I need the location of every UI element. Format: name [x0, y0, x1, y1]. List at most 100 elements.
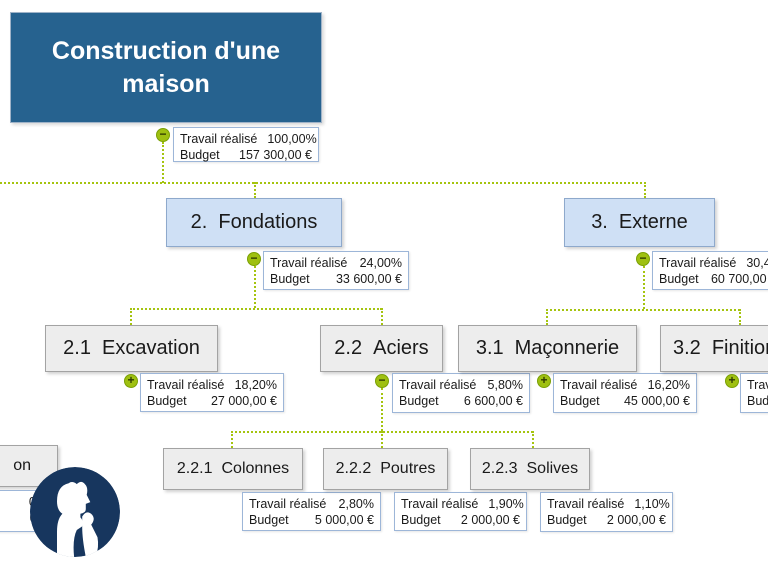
stats-value: 6 600,00 €: [463, 394, 523, 408]
thinker-logo-icon: [30, 467, 120, 557]
node-fondations[interactable]: 2. Fondations: [166, 198, 342, 247]
stats-value: 27 000,00 €: [210, 394, 277, 408]
node-poutres[interactable]: 2.2.2 Poutres: [323, 448, 448, 490]
stats-poutres: Travail réalisé 1,90% Budget 2 000,00 €: [394, 492, 527, 531]
node-number: 2.1: [63, 337, 91, 359]
collapse-toggle-finitions[interactable]: +: [725, 374, 739, 388]
stats-externe: Travail réalisé 30,40% Budget 60 700,00 €: [652, 251, 768, 290]
stats-label: Budget: [547, 513, 587, 527]
node-solives[interactable]: 2.2.3 Solives: [470, 448, 590, 490]
node-excavation[interactable]: 2.1 Excavation: [45, 325, 218, 372]
connector-drop-excavation: [130, 308, 132, 325]
stats-value: 33 600,00 €: [335, 272, 402, 286]
stats-value: 100,00%: [267, 132, 317, 146]
collapse-toggle-excavation[interactable]: +: [124, 374, 138, 388]
stats-excavation: Travail réalisé 18,20% Budget 27 000,00 €: [140, 373, 284, 412]
node-label: Excavation: [101, 337, 200, 359]
node-number: 3.1: [475, 337, 504, 359]
stats-label: Travail réalisé: [180, 132, 258, 146]
connector-root-down: [162, 142, 164, 183]
node-label: Externe: [618, 211, 688, 233]
stats-fondations: Travail réalisé 24,00% Budget 33 600,00 €: [263, 251, 409, 290]
stats-label: Travail réalisé: [249, 497, 327, 511]
connector-drop-solives: [532, 431, 534, 448]
collapse-toggle-root[interactable]: −: [156, 128, 170, 142]
collapse-toggle-maconnerie[interactable]: +: [537, 374, 551, 388]
node-label: Maçonnerie: [514, 337, 620, 359]
stats-label: Travail réalisé: [399, 378, 477, 392]
node-label: Solives: [526, 460, 579, 477]
stats-value: 30,40%: [746, 256, 768, 270]
node-number: 2.2.1: [176, 460, 213, 477]
stats-label: Budget: [270, 272, 310, 286]
stats-label: Budget: [401, 513, 441, 527]
stats-label: Budget: [399, 394, 439, 408]
stats-value: 5,80%: [487, 378, 523, 392]
node-label: Finitions: [711, 337, 768, 359]
connector-drop-finitions: [739, 309, 741, 325]
node-finitions[interactable]: 3.2 Finitions: [660, 325, 768, 372]
stats-value: 60 700,00 €: [710, 272, 768, 286]
stats-label: Budget: [747, 394, 768, 408]
stats-label: Travail réalisé: [270, 256, 348, 270]
stats-value: 157 300,00 €: [239, 148, 312, 162]
connector-drop-maconnerie: [546, 309, 548, 325]
stats-value: 16,20%: [647, 378, 690, 392]
stats-label: Travail réalisé: [659, 256, 737, 270]
node-number: 2.2.3: [481, 460, 518, 477]
stats-label: Travail réalisé: [560, 378, 638, 392]
node-colonnes[interactable]: 2.2.1 Colonnes: [163, 448, 303, 490]
connector-root-children: [0, 182, 646, 184]
collapse-toggle-fondations[interactable]: −: [247, 252, 261, 266]
connector-externe-down: [643, 266, 645, 309]
stats-label: Travail réalisé: [547, 497, 625, 511]
stats-solives: Travail réalisé 1,10% Budget 2 000,00 €: [540, 492, 673, 532]
node-number: 2.2: [334, 337, 363, 359]
node-root[interactable]: Construction d'une maison: [10, 12, 322, 123]
stats-value: 1,90%: [488, 497, 524, 511]
stats-value: 24,00%: [359, 256, 402, 270]
stats-label: Budget: [147, 394, 187, 408]
node-externe[interactable]: 3. Externe: [564, 198, 715, 247]
connector-aciers-down: [381, 388, 383, 431]
connector-drop-externe: [644, 182, 646, 198]
connector-drop-poutres: [381, 431, 383, 448]
stats-aciers: Travail réalisé 5,80% Budget 6 600,00 €: [392, 373, 530, 413]
stats-label: Budget: [249, 513, 289, 527]
stats-value: 2 000,00 €: [460, 513, 520, 527]
connector-drop-colonnes: [231, 431, 233, 448]
stats-value: 2 000,00 €: [606, 513, 666, 527]
stats-value: 5 000,00 €: [314, 513, 374, 527]
connector-externe-children: [546, 309, 740, 311]
stats-label: Travail réalisé: [747, 378, 768, 392]
stats-colonnes: Travail réalisé 2,80% Budget 5 000,00 €: [242, 492, 381, 531]
connector-drop-aciers: [381, 308, 383, 325]
stats-root: Travail réalisé 100,00% Budget 157 300,00 …: [173, 127, 319, 162]
stats-label: Budget: [659, 272, 699, 286]
node-label: Colonnes: [221, 460, 290, 477]
stats-label: Travail réalisé: [401, 497, 479, 511]
node-maconnerie[interactable]: 3.1 Maçonnerie: [458, 325, 637, 372]
stats-finitions: Travail réalisé Budget: [740, 373, 768, 413]
stats-value: 45 000,00 €: [623, 394, 690, 408]
collapse-toggle-externe[interactable]: −: [636, 252, 650, 266]
connector-fondations-down: [254, 266, 256, 308]
node-aciers[interactable]: 2.2 Aciers: [320, 325, 443, 372]
node-label: Aciers: [373, 337, 429, 359]
connector-drop-fondations: [254, 182, 256, 198]
stats-value: 2,80%: [338, 497, 374, 511]
stats-value: 18,20%: [234, 378, 277, 392]
node-number: 3.: [591, 211, 608, 233]
node-label: on: [13, 457, 31, 474]
stats-label: Budget: [180, 148, 220, 162]
node-root-label: Construction d'une maison: [51, 36, 281, 98]
node-number: 2.2.2: [335, 460, 372, 477]
stats-value: 1,10%: [634, 497, 670, 511]
connector-fondations-children: [130, 308, 382, 310]
node-number: 2.: [190, 211, 208, 233]
node-label: Poutres: [380, 460, 436, 477]
collapse-toggle-aciers[interactable]: −: [375, 374, 389, 388]
stats-label: Travail réalisé: [147, 378, 225, 392]
